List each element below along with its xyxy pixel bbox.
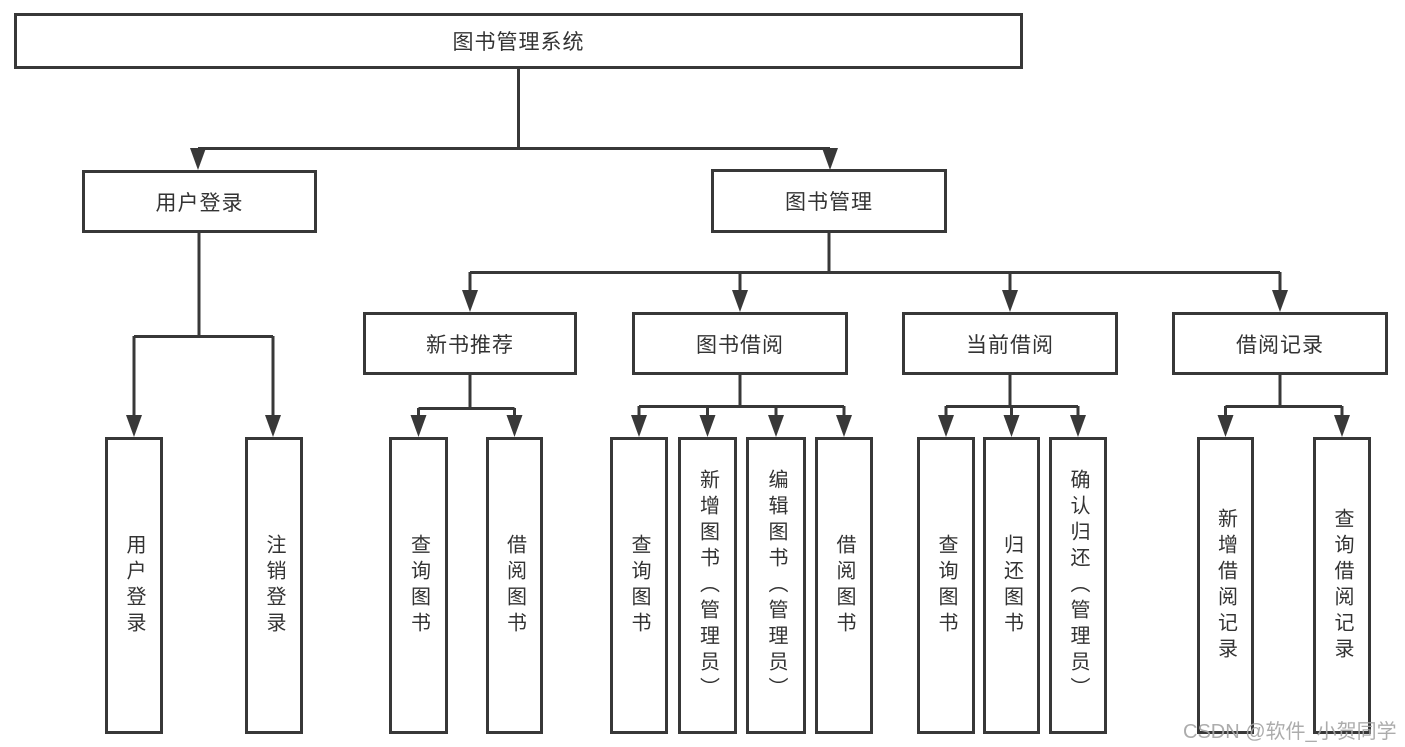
leaf-query-books-current: 查询图书 <box>917 437 975 734</box>
leaf-query-books-borrow: 查询图书 <box>610 437 668 734</box>
leaf-query-borrow-record: 查询借阅记录 <box>1313 437 1371 734</box>
leaf-edit-books-admin: 编辑图书（管理员） <box>746 437 806 734</box>
node-new-book-recommend-label: 新书推荐 <box>426 333 514 357</box>
leaf-confirm-return-admin: 确认归还（管理员） <box>1049 437 1107 734</box>
leaf-add-books-admin: 新增图书（管理员） <box>678 437 737 734</box>
node-root-system: 图书管理系统 <box>14 13 1023 69</box>
leaf-user-login: 用户登录 <box>105 437 163 734</box>
node-user-login-label: 用户登录 <box>155 191 244 215</box>
node-root-label: 图书管理系统 <box>452 31 585 54</box>
watermark-text: CSDN @软件_小贺同学 <box>1183 721 1397 743</box>
leaf-borrow-books: 借阅图书 <box>815 437 873 734</box>
node-book-management: 图书管理 <box>711 169 947 233</box>
node-book-borrow: 图书借阅 <box>632 312 848 375</box>
connector-strokes <box>132 67 1344 417</box>
node-borrow-record-label: 借阅记录 <box>1236 333 1324 357</box>
node-borrow-record: 借阅记录 <box>1172 312 1388 375</box>
arrowhead-down-icons <box>126 148 1350 437</box>
leaf-add-borrow-record: 新增借阅记录 <box>1197 437 1254 734</box>
node-new-book-recommend: 新书推荐 <box>363 312 577 375</box>
node-current-borrow: 当前借阅 <box>902 312 1118 375</box>
leaf-borrow-books-recommend: 借阅图书 <box>486 437 543 734</box>
leaf-query-books-recommend: 查询图书 <box>389 437 448 734</box>
node-user-login: 用户登录 <box>82 170 317 233</box>
node-current-borrow-label: 当前借阅 <box>966 333 1054 357</box>
node-book-management-label: 图书管理 <box>785 191 873 214</box>
leaf-return-books: 归还图书 <box>983 437 1040 734</box>
node-book-borrow-label: 图书借阅 <box>696 333 784 357</box>
leaf-logout: 注销登录 <box>245 437 303 734</box>
